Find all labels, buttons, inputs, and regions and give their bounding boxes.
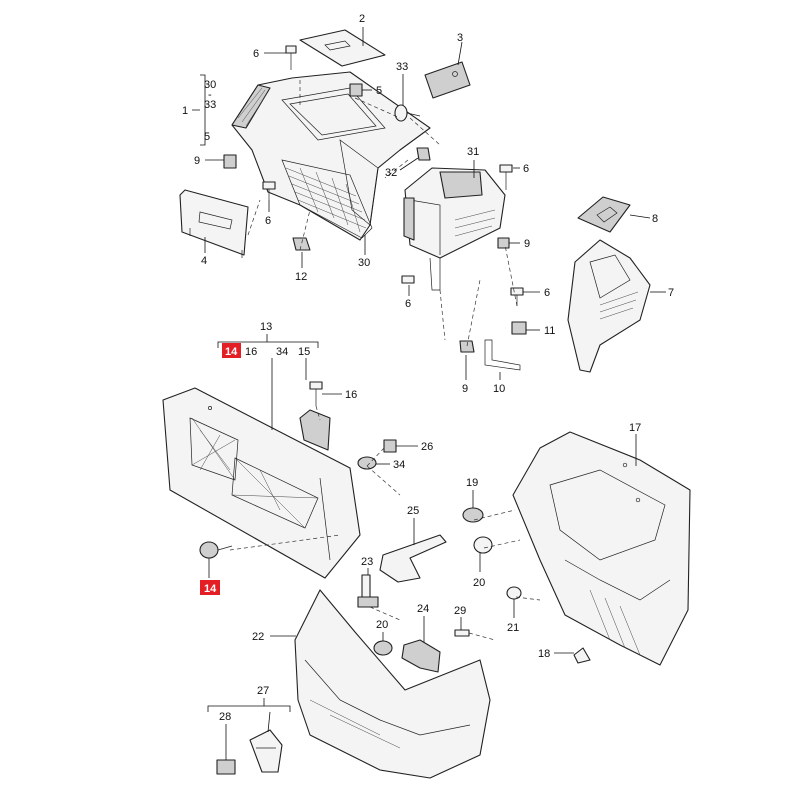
callout-6: 6 — [405, 298, 411, 310]
callout-5: 5 — [376, 85, 382, 97]
callout-dash: - — [208, 89, 212, 101]
cover-part-3 — [424, 61, 471, 99]
screw-16 — [309, 381, 323, 406]
screw-6-top — [285, 45, 297, 70]
callout-23: 23 — [361, 556, 373, 568]
screw-6-console — [499, 164, 513, 190]
clip-32 — [416, 147, 431, 161]
callout-24: 24 — [417, 603, 429, 615]
liner-part-22 — [294, 589, 491, 779]
callout-9: 9 — [194, 155, 200, 167]
grommet-20-left — [373, 640, 393, 656]
callout-33: 33 — [204, 99, 216, 111]
grommet-20-right — [473, 536, 493, 554]
cover-part-15 — [299, 409, 331, 451]
callout-10: 10 — [493, 383, 505, 395]
callout-34: 34 — [393, 459, 405, 471]
callout-5: 5 — [204, 131, 210, 143]
callout-9: 9 — [462, 383, 468, 395]
panel-part-4 — [179, 189, 249, 258]
callout-16: 16 — [345, 389, 357, 401]
callout-6: 6 — [265, 215, 271, 227]
bracket-part-7 — [567, 239, 651, 373]
strap-part-25 — [379, 534, 447, 583]
clip-9-left — [223, 154, 237, 169]
bracket-part-24 — [401, 639, 441, 673]
clip-26 — [383, 439, 397, 453]
callout-8: 8 — [652, 213, 658, 225]
callout-17: 17 — [629, 422, 641, 434]
callout-4: 4 — [201, 255, 207, 267]
panel-part-34 — [162, 387, 361, 579]
screw-6-right — [510, 287, 524, 306]
grommet-34 — [357, 456, 377, 470]
callout-30: 30 — [358, 257, 370, 269]
callout-9: 9 — [524, 238, 530, 250]
callout-7: 7 — [668, 287, 674, 299]
clip-11 — [511, 321, 527, 335]
callout-15: 15 — [298, 346, 310, 358]
clip-12 — [292, 237, 311, 251]
screw-6-lower — [401, 275, 415, 284]
clip-5 — [349, 83, 363, 97]
switch-part-28 — [216, 759, 236, 775]
callout-22: 22 — [252, 631, 264, 643]
callout-30: 30 — [204, 79, 216, 91]
callout-12: 12 — [295, 271, 307, 283]
callout-3: 3 — [457, 32, 463, 44]
callout-2: 2 — [359, 13, 365, 25]
callout-31: 31 — [467, 146, 479, 158]
screw-29 — [454, 629, 470, 637]
callout-6: 6 — [523, 163, 529, 175]
cover-part-2 — [299, 29, 386, 67]
highlight-box-14-lower — [200, 580, 220, 595]
clip-9-console — [497, 237, 510, 249]
callout-26: 26 — [421, 441, 433, 453]
callout-labels: 2 3 6 33 5 30 - 33 1 5 9 6 4 12 30 32 31… — [182, 13, 674, 723]
callout-21: 21 — [507, 622, 519, 634]
console-part-31 — [403, 167, 506, 291]
callout-18: 18 — [538, 648, 550, 660]
console-trim-part-30 — [231, 71, 431, 241]
highlight-box-14 — [222, 343, 241, 358]
callout-6: 6 — [253, 48, 259, 60]
latch-part-27 — [249, 729, 283, 773]
clip-9-mid — [459, 340, 475, 353]
callout-32: 32 — [385, 167, 397, 179]
callout-13: 13 — [260, 321, 272, 333]
callout-25: 25 — [407, 505, 419, 517]
screw-6-left — [262, 181, 276, 200]
callout-11: 11 — [544, 325, 555, 337]
clip-19 — [462, 507, 484, 523]
callout-20: 20 — [376, 619, 388, 631]
bracket-part-10 — [484, 339, 521, 371]
callout-14-highlighted: 14 — [225, 346, 238, 358]
callout-20: 20 — [473, 577, 485, 589]
callout-6: 6 — [544, 287, 550, 299]
callout-27: 27 — [257, 685, 269, 697]
callout-1: 1 — [182, 105, 188, 117]
callout-14-highlighted-lower: 14 — [204, 583, 217, 595]
callout-16: 16 — [245, 346, 257, 358]
plug-18 — [573, 647, 591, 664]
bolt-23 — [357, 574, 379, 608]
cover-part-8 — [577, 196, 631, 233]
leader-lines — [192, 27, 666, 760]
tray-part-17 — [512, 431, 691, 666]
callout-34: 34 — [276, 346, 288, 358]
callout-19: 19 — [466, 477, 478, 489]
rivet-33 — [394, 104, 421, 122]
callout-28: 28 — [219, 711, 231, 723]
fastener-14 — [199, 541, 233, 559]
callout-33: 33 — [396, 61, 408, 73]
callout-29: 29 — [454, 605, 466, 617]
